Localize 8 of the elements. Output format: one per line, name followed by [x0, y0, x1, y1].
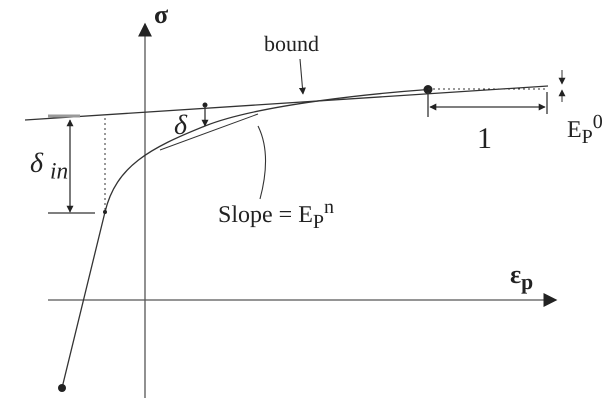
dimension-label: 1 — [477, 124, 492, 154]
axis-label: ε$_{p}$ — [510, 262, 534, 294]
leader-line — [258, 126, 266, 200]
dimension-label: δ $_{in}$ — [30, 150, 68, 184]
leader-line — [298, 58, 306, 95]
dimension-label: δ — [174, 112, 188, 140]
callout-label: bound — [264, 33, 319, 55]
axis-label: σ — [154, 2, 168, 28]
